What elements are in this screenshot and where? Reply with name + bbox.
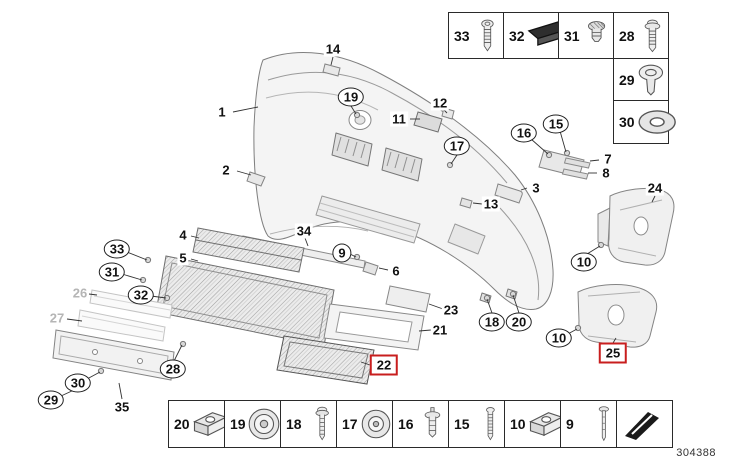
fastener-cell-symbol[interactable]: [616, 400, 673, 448]
callout-22[interactable]: 22: [369, 354, 399, 376]
callout-31[interactable]: 31: [98, 262, 126, 282]
fastener-number[interactable]: 16: [398, 416, 414, 432]
callout-10b[interactable]: 10: [545, 328, 573, 348]
fastener-number[interactable]: 15: [454, 416, 470, 432]
fastener-cell-15[interactable]: 15: [448, 400, 505, 448]
fastener-cell-9[interactable]: 9: [560, 400, 617, 448]
callout-3[interactable]: 3: [530, 180, 542, 196]
kidney-grilles: [331, 132, 423, 182]
nut-top-icon: [358, 406, 394, 442]
dimmed-parts-26-27: [77, 289, 173, 342]
grommet-round-icon: [246, 406, 282, 442]
upper-grille-part4: [192, 227, 305, 273]
callout-8[interactable]: 8: [600, 165, 612, 181]
small-parts: [246, 63, 591, 276]
clip-nut-icon: [190, 406, 231, 442]
callout-9[interactable]: 9: [332, 243, 352, 263]
side-grille-part22: [276, 335, 375, 385]
callout-7[interactable]: 7: [602, 151, 614, 167]
callout-21[interactable]: 21: [430, 322, 450, 338]
callout-34[interactable]: 34: [294, 223, 314, 239]
fastener-number[interactable]: 31: [564, 27, 580, 44]
callout-16[interactable]: 16: [510, 123, 538, 143]
wedge-icon: [622, 406, 662, 442]
bolt-icon: [312, 406, 332, 442]
oval-screw-icon: [635, 62, 667, 98]
rivet-icon: [421, 406, 444, 442]
fastener-cell-17[interactable]: 17: [336, 400, 393, 448]
callout-35[interactable]: 35: [112, 399, 132, 415]
callout-30[interactable]: 30: [64, 373, 92, 393]
fastener-number[interactable]: 17: [342, 416, 358, 432]
callout-23[interactable]: 23: [441, 302, 461, 318]
leader-lines: [60, 56, 656, 400]
callout-14[interactable]: 14: [323, 41, 343, 57]
side-bracket-part24: [597, 187, 675, 266]
torx-screw-icon: [476, 18, 499, 54]
fastener-cell-29[interactable]: 29: [613, 58, 669, 101]
callout-20[interactable]: 20: [505, 312, 533, 332]
fastener-cell-18[interactable]: 18: [280, 400, 337, 448]
fastener-number[interactable]: 30: [619, 114, 635, 130]
clip-nut-icon: [526, 406, 567, 442]
bracket-part23: [385, 285, 431, 313]
fastener-number[interactable]: 19: [230, 416, 246, 432]
fastener-number[interactable]: 32: [509, 27, 525, 44]
fastener-number[interactable]: 20: [174, 416, 190, 432]
callout-18[interactable]: 18: [478, 312, 506, 332]
grille-frame-part21: [323, 303, 425, 351]
callout-13[interactable]: 13: [481, 196, 501, 212]
fastener-cell-28[interactable]: 28: [613, 12, 669, 59]
fastener-number[interactable]: 9: [566, 416, 574, 432]
callout-25[interactable]: 25: [598, 342, 628, 364]
fastener-cell-10[interactable]: 10: [504, 400, 564, 448]
callout-6[interactable]: 6: [390, 263, 402, 279]
pin-icon: [596, 406, 612, 442]
callout-4[interactable]: 4: [177, 227, 189, 243]
callout-24[interactable]: 24: [645, 180, 665, 196]
fastener-number[interactable]: 10: [510, 416, 526, 432]
callout-33[interactable]: 33: [103, 239, 131, 259]
fastener-cell-32[interactable]: 32: [503, 12, 569, 59]
fastener-number[interactable]: 28: [619, 27, 635, 44]
fastener-cell-20[interactable]: 20: [168, 400, 228, 448]
expanding-grommet-icon: [584, 18, 609, 54]
fastener-number[interactable]: 33: [454, 27, 470, 44]
callout-12[interactable]: 12: [430, 95, 450, 111]
callout-11[interactable]: 11: [390, 111, 408, 127]
fastener-cell-31[interactable]: 31: [558, 12, 614, 59]
diagram-number: 304388: [676, 447, 716, 459]
screw-long-icon: [481, 406, 500, 442]
callout-2[interactable]: 2: [220, 162, 232, 178]
callout-17[interactable]: 17: [443, 136, 471, 156]
callout-28[interactable]: 28: [159, 359, 187, 379]
side-bracket-part25: [577, 284, 658, 348]
callout-1[interactable]: 1: [216, 104, 228, 120]
callout-27[interactable]: 27: [47, 310, 67, 326]
center-grille-part5: [155, 255, 335, 347]
callout-26[interactable]: 26: [70, 285, 90, 301]
fastener-cell-16[interactable]: 16: [392, 400, 449, 448]
callout-15[interactable]: 15: [542, 114, 570, 134]
callout-32[interactable]: 32: [127, 285, 155, 305]
flange-screw-icon: [641, 18, 664, 54]
fastener-cell-19[interactable]: 19: [224, 400, 281, 448]
fastener-cell-30[interactable]: 30: [613, 100, 676, 144]
fastener-number[interactable]: 18: [286, 416, 302, 432]
callout-10a[interactable]: 10: [570, 252, 598, 272]
fastener-number[interactable]: 29: [619, 71, 635, 88]
callout-19[interactable]: 19: [337, 87, 365, 107]
washer-icon: [635, 104, 679, 140]
callout-5[interactable]: 5: [177, 250, 189, 266]
bumper-cover: [253, 52, 554, 310]
callout-29[interactable]: 29: [37, 390, 65, 410]
fastener-cell-33[interactable]: 33: [448, 12, 504, 59]
